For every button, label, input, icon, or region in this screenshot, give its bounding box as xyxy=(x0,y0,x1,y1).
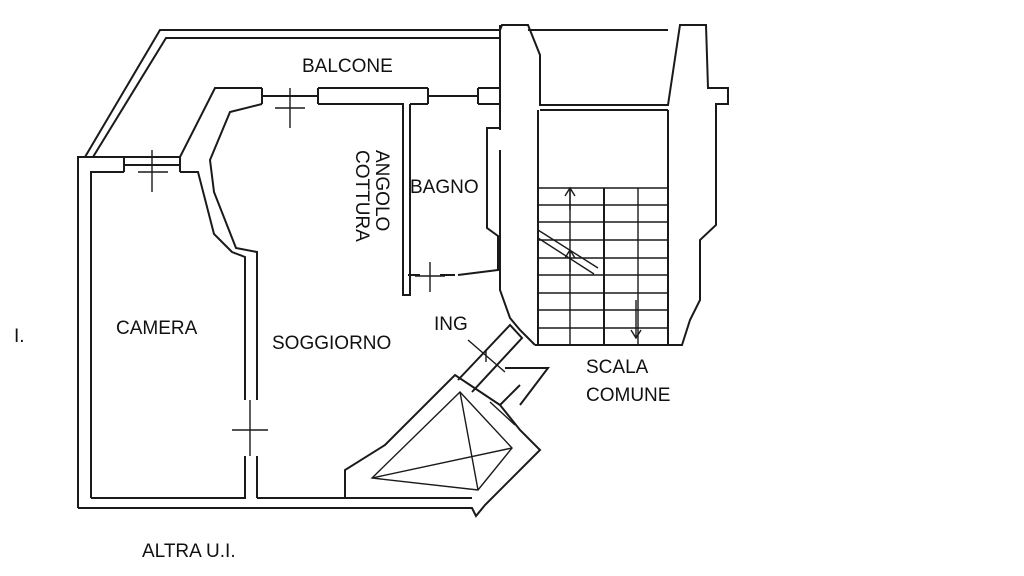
common-staircase xyxy=(499,24,729,346)
closet-shape xyxy=(370,390,513,491)
label-angolo: ANGOLO xyxy=(371,150,392,231)
label-ing: ING xyxy=(434,314,468,335)
entrance-corridor xyxy=(457,323,551,426)
label-scala: SCALA xyxy=(586,357,649,378)
label-altra-ui: ALTRA U.I. xyxy=(142,541,236,562)
label-soggiorno: SOGGIORNO xyxy=(272,333,391,354)
label-camera: CAMERA xyxy=(116,318,198,339)
side-mark: I. xyxy=(14,326,25,347)
apartment-walls xyxy=(77,29,542,518)
label-comune: COMUNE xyxy=(586,385,670,406)
door-markers xyxy=(138,88,445,456)
label-bagno: BAGNO xyxy=(410,177,479,198)
label-cottura: COTTURA xyxy=(351,150,372,242)
label-balcone: BALCONE xyxy=(302,56,393,77)
